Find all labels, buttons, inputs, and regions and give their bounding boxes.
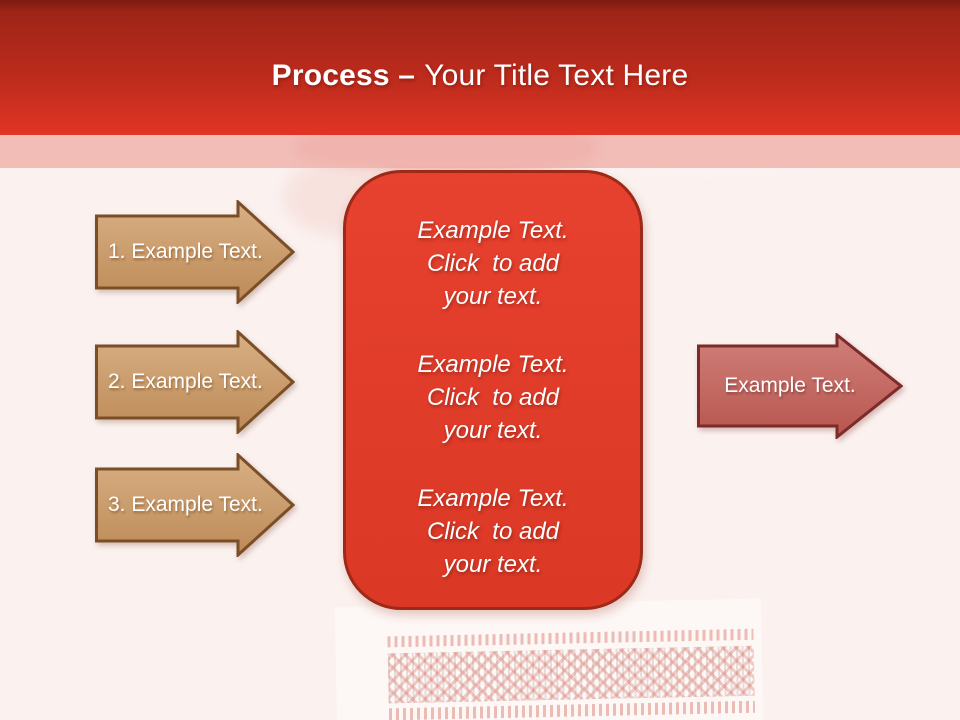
fabric-stripe	[387, 645, 755, 704]
right-arrow-icon	[697, 333, 903, 439]
detail-text-box[interactable]: Example Text. Click to add your text. Ex…	[343, 170, 643, 610]
result-arrow-label: Example Text.	[724, 373, 856, 397]
slide-title[interactable]: Process –Your Title Text Here	[272, 59, 689, 93]
step-arrow-label: 1. Example Text.	[108, 240, 263, 263]
background-fabric-pattern	[334, 598, 764, 720]
detail-text-block: Example Text. Click to add your text.	[417, 350, 569, 444]
fabric-stripe	[388, 700, 756, 720]
accent-band	[0, 135, 960, 168]
fabric-stripe	[387, 628, 754, 648]
step-arrow-label: 3. Example Text.	[108, 493, 263, 516]
header-band: Process –Your Title Text Here	[0, 0, 960, 135]
right-arrow-icon	[95, 453, 295, 557]
detail-text-block: Example Text. Click to add your text.	[417, 216, 569, 310]
right-arrow-icon	[95, 330, 295, 434]
step-arrow-label: 2. Example Text.	[108, 370, 263, 393]
right-arrow-icon	[95, 200, 295, 304]
step-arrow-1[interactable]: 1. Example Text.	[95, 200, 295, 304]
step-arrow-3[interactable]: 3. Example Text.	[95, 453, 295, 557]
result-arrow[interactable]: Example Text.	[697, 333, 903, 439]
step-arrow-2[interactable]: 2. Example Text.	[95, 330, 295, 434]
detail-text-block: Example Text. Click to add your text.	[417, 484, 569, 578]
title-regular-text: Your Title Text Here	[424, 58, 689, 92]
title-bold-text: Process –	[271, 58, 416, 92]
